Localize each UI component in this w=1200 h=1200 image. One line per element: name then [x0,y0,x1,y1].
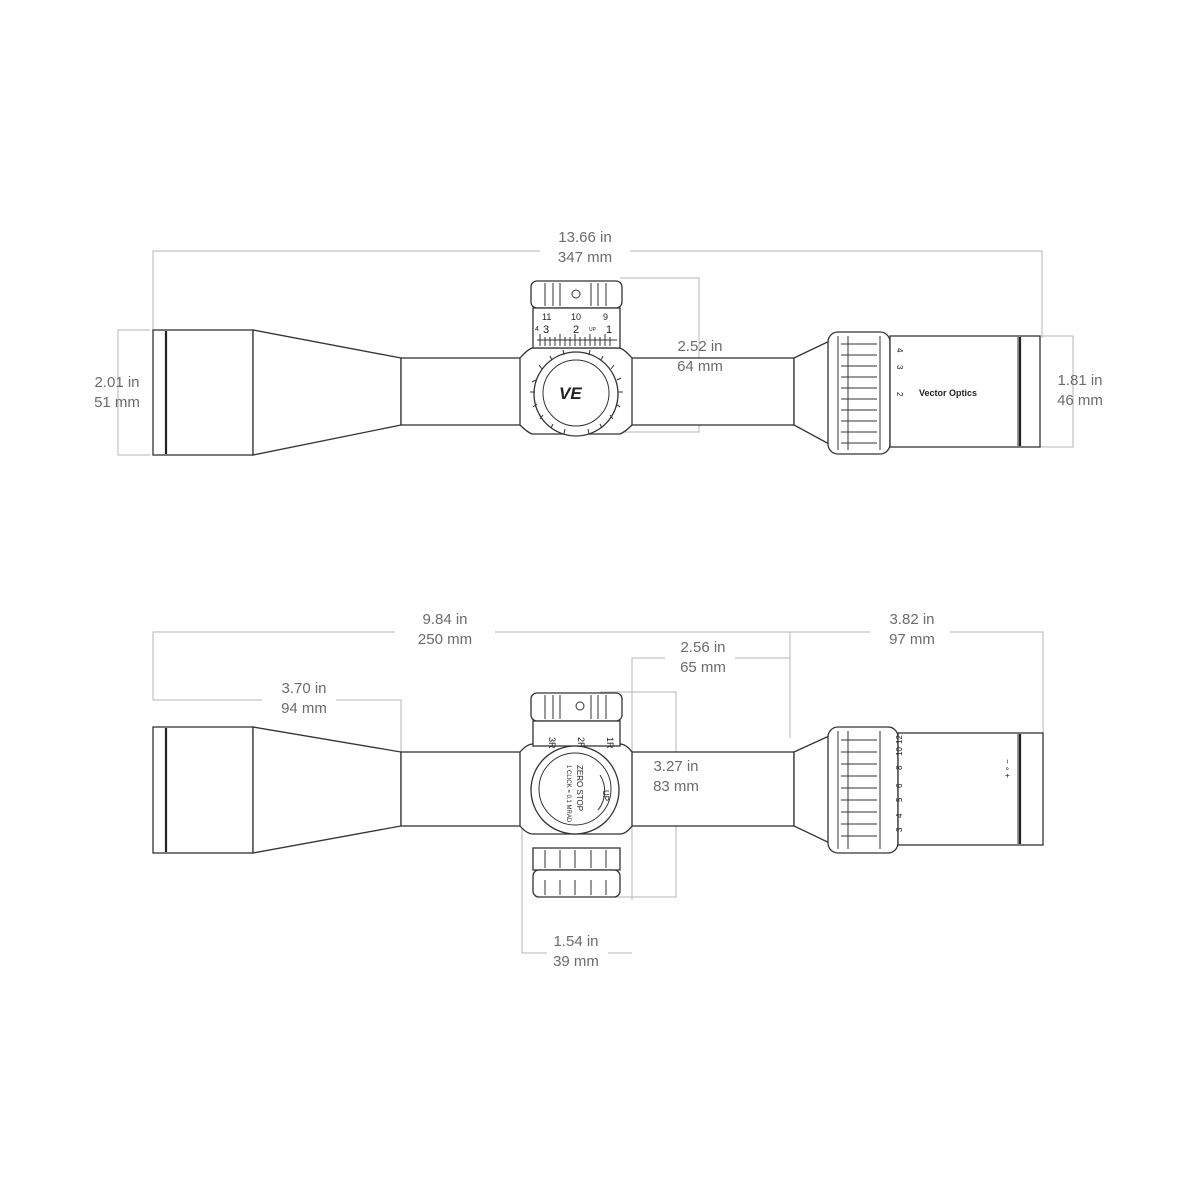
top-view: 11 10 9 4 3 2 1 UP VE 4 3 2 Vector Optic… [94,229,1103,456]
turret-scale-bottom-2: 3 [543,324,549,336]
objective-taper [252,329,402,456]
side-mag-mark-6: 6 [895,783,904,788]
eye-relief-dimension-line [790,631,1044,738]
side-bottom-turret-ring [532,847,621,871]
side-windage-dial-inner [538,752,612,826]
eyepiece-diameter-mm: 46 mm [1057,392,1103,409]
side-windage-dial-outer [530,745,620,835]
turret-height-in: 2.52 in [677,338,722,355]
eyepiece-diameter-dimension-line [1040,335,1074,448]
turret-up-arrow: UP [589,327,597,333]
turret-height-mm: 64 mm [677,358,723,375]
brand-name: Vector Optics [919,388,977,398]
side-eyepiece-body [897,732,1044,846]
saddle-length-mm: 39 mm [553,953,599,970]
turret-scale-bottom-1: 4 [535,326,539,333]
dial-click-value: 1 CLICK = 0.1 MRAD [565,765,571,823]
objective-diameter-mm: 51 mm [94,394,140,411]
windage-scale-1r: 1R [605,737,615,749]
objective-bell [152,329,254,456]
objective-to-turret-dimension-line [153,699,402,755]
eye-relief-mm: 97 mm [889,631,935,648]
eyepiece-body [889,335,1041,448]
turret-scale-bottom-3: 2 [573,324,579,336]
side-mag-mark-5: 5 [895,797,904,802]
side-turret-screw-icon [575,701,585,711]
tube-length-in: 9.84 in [422,611,467,628]
brand-logo-icon: VE [559,384,582,403]
knob-knurling [530,349,623,435]
diopter-mark: + ∘ − [1003,759,1012,778]
tube-length-mm: 250 mm [418,631,472,648]
windage-scale-3r: 3R [547,737,557,749]
windage-scale-2r: 2R [576,737,586,749]
side-mag-mark-10: 10 [895,747,904,756]
side-magnification-knurling [837,731,881,849]
eye-relief-in: 3.82 in [889,611,934,628]
turret-scale-bottom-4: 1 [606,324,612,336]
mag-mark-2: 2 [895,392,904,397]
magnification-ring [827,331,891,455]
turret-span-mm: 83 mm [653,778,699,795]
side-elevation-dial [532,720,621,747]
magnification-ring-knurling [837,336,881,450]
side-objective-taper [252,726,402,854]
turret-to-eyepiece-in: 2.56 in [680,639,725,656]
turret-scale-top-2: 10 [571,312,581,322]
dial-zero-stop: ZERO STOP [575,765,584,811]
turret-span-in: 3.27 in [653,758,698,775]
side-view: 3R 2R 1R 1 CLICK = 0.1 MRAD ZERO STOP UP [152,611,1044,970]
dial-up: UP [601,790,610,801]
turret-to-eyepiece-mm: 65 mm [680,659,726,676]
mag-mark-3: 3 [895,365,904,370]
elevation-scale-ticks [537,334,617,346]
objective-diameter-in: 2.01 in [94,374,139,391]
side-mag-mark-8: 8 [895,765,904,770]
side-objective-bell [152,726,254,854]
mag-mark-4: 4 [895,348,904,353]
objective-diameter-dimension-line [117,329,150,456]
overall-length-dimension-line [152,250,1043,338]
side-mag-mark-3: 3 [895,827,904,832]
eyepiece-diameter-in: 1.81 in [1057,372,1102,389]
overall-length-in: 13.66 in [558,229,611,246]
saddle-length-dimension-line [521,828,632,954]
turret-scale-top-1: 11 [542,312,551,322]
side-focus-knob-outer [533,351,619,437]
turret-height-dimension-line [600,277,700,433]
side-bottom-turret-cap [532,869,621,898]
side-focus-knob-inner [542,359,610,427]
turret-scale-top-3: 9 [603,312,608,322]
objective-to-turret-in: 3.70 in [281,680,326,697]
turret-screw-icon [571,289,581,299]
saddle-length-in: 1.54 in [553,933,598,950]
overall-length-mm: 347 mm [558,249,612,266]
side-mag-mark-12: 12 [895,735,904,744]
side-mag-mark-4: 4 [895,813,904,818]
objective-to-turret-mm: 94 mm [281,700,327,717]
